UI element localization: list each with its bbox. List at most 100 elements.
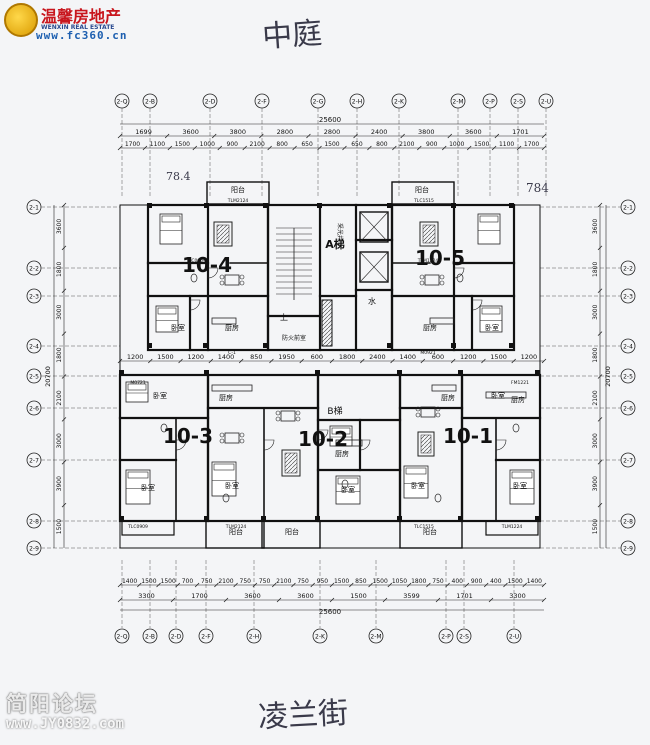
dim-tick (117, 133, 123, 139)
chair-icon (219, 432, 225, 438)
brand-logo: 温馨房地产 WENXIN REAL ESTATE (4, 3, 121, 37)
door-swing-icon (471, 299, 483, 311)
dim-value: 900 (426, 141, 438, 148)
axis-label: 2-9 (623, 546, 633, 553)
sofa-icon (213, 221, 233, 247)
axis-bubble (510, 93, 526, 109)
dim-value: 1100 (150, 141, 165, 148)
column (458, 370, 463, 375)
axis-bubble (142, 628, 158, 644)
axis-bubble (391, 93, 407, 109)
elevator-car (359, 211, 389, 243)
furniture (125, 213, 535, 505)
stair-up-label: 上 (280, 313, 288, 322)
bedroom-label: 卧室 (153, 391, 167, 400)
dim-tick (310, 582, 316, 588)
column (458, 516, 463, 521)
toilet-icon (341, 479, 349, 489)
pillow-icon (331, 427, 351, 435)
dim-value: 750 (240, 578, 252, 585)
dim-value: 2100 (218, 578, 233, 585)
dim-tick (142, 145, 148, 151)
bedroom-label: 卧室 (225, 481, 239, 490)
dining-table-icon (280, 410, 296, 422)
dim-tick (353, 133, 358, 139)
dim-tick (541, 597, 547, 603)
pillow-icon (127, 383, 147, 391)
column (387, 203, 392, 208)
dim-value: 1500 (490, 353, 507, 361)
dim-value: 600 (432, 353, 444, 361)
dim-value: 1699 (135, 128, 152, 136)
door-swing-icon (317, 429, 329, 441)
balcony-label: 阳台 (229, 527, 243, 536)
kitchen-label: 厨房 (219, 393, 233, 402)
kitchen-label: 厨房 (441, 393, 455, 402)
chair-icon (295, 416, 301, 422)
dim-value: 1050 (392, 578, 407, 585)
dim-tick (267, 145, 272, 151)
dim-tick (61, 459, 67, 465)
bed-icon (335, 475, 361, 505)
chair-icon (219, 274, 225, 280)
unit-label-10-5: 10-5 (415, 246, 465, 270)
dim-tick (329, 582, 335, 588)
axis-label: 2-U (509, 634, 519, 641)
kitchen-label: 厨房 (423, 323, 437, 332)
dim-value: 900 (227, 141, 239, 148)
dim-tick (271, 582, 277, 588)
bed-icon (125, 381, 149, 403)
axis-label: 2-2 (623, 266, 633, 273)
dim-tick (494, 133, 500, 139)
dim-tick (61, 202, 67, 208)
sofa-icon (281, 449, 301, 477)
column (451, 343, 456, 348)
toilet-icon (434, 493, 442, 503)
dim-tick (382, 597, 388, 603)
dim-tick (61, 331, 67, 336)
dim-tick (441, 145, 447, 151)
dim-tick (367, 145, 372, 151)
dim-total: 20700 (604, 366, 612, 387)
dim-value: 3600 (297, 592, 314, 600)
chair-icon (239, 274, 245, 280)
axis-label: 2-B (145, 99, 155, 106)
dim-value: 2100 (250, 141, 265, 148)
axis-label: 2-G (313, 99, 324, 106)
pillow-icon (157, 307, 177, 315)
dim-tick (223, 597, 229, 603)
dim-tick (466, 145, 472, 151)
unit-label-10-3: 10-3 (163, 424, 213, 448)
axis-label: 2-2 (29, 266, 39, 273)
dim-value: 2100 (276, 578, 291, 585)
dim-tick (269, 358, 274, 364)
dim-value: 1200 (460, 353, 477, 361)
axis-label: 2-B (145, 634, 155, 641)
chair-icon (419, 274, 425, 280)
chair-icon (239, 438, 245, 444)
dim-tick (348, 582, 354, 588)
dim-value: 1701 (512, 128, 529, 136)
sofa-cushion-icon (284, 452, 298, 474)
dim-value: 3000 (56, 433, 63, 448)
column (315, 370, 320, 375)
dim-tick (292, 145, 297, 151)
axis-bubble (246, 628, 262, 644)
dim-tick (597, 459, 603, 465)
axis-bubble (450, 93, 466, 109)
opening-code-label: TLM1224 (501, 524, 523, 530)
dim-value: 1700 (524, 141, 539, 148)
unit-label-10-2: 10-2 (298, 427, 348, 451)
column (535, 516, 540, 521)
dim-value: 3000 (592, 304, 599, 319)
dim-tick (117, 145, 123, 151)
elevator-cross (359, 251, 389, 283)
dim-tick (167, 145, 173, 151)
toilet-icon (222, 493, 230, 503)
column (119, 370, 124, 375)
chair-icon (219, 280, 225, 286)
kitchen-counter-icon (335, 439, 363, 447)
dim-value: 850 (355, 578, 367, 585)
axis-label: 2-7 (29, 458, 39, 465)
